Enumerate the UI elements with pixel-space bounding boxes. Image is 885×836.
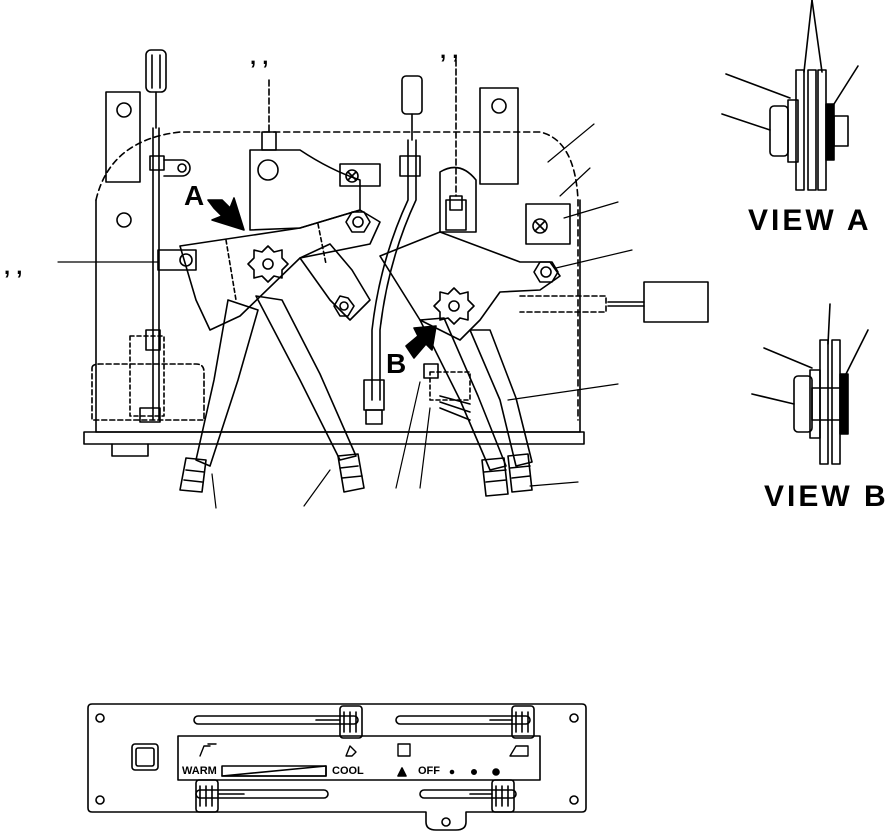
slider-knob [195,779,245,813]
view-b-detail [751,303,869,465]
panel-off-label: OFF [418,765,440,777]
panel-warm-label: WARM [182,765,217,777]
callout-left: , , [4,254,23,279]
mounting-plate [83,87,585,457]
arrow-b-label: B [386,348,407,379]
callout-top-left: , , [250,44,269,69]
view-a-detail [721,0,859,191]
slider-knob [489,705,535,739]
slider-knob [469,779,515,813]
connector-box [607,281,709,323]
view-b-title: VIEW B [764,480,885,513]
view-arrow-b [405,325,437,359]
callout-top-mid: , , [440,38,459,63]
leader-lines [57,123,633,509]
left-lever-assembly [179,79,381,493]
view-arrow-a [207,197,245,231]
slider-knob [315,705,363,739]
control-panel [87,703,587,831]
left-control-rod [129,49,197,423]
right-lever-assembly [379,59,607,497]
arrow-a-label: A [184,180,205,211]
panel-cool-label: COOL [332,765,364,777]
view-a-title: VIEW A [748,204,872,237]
